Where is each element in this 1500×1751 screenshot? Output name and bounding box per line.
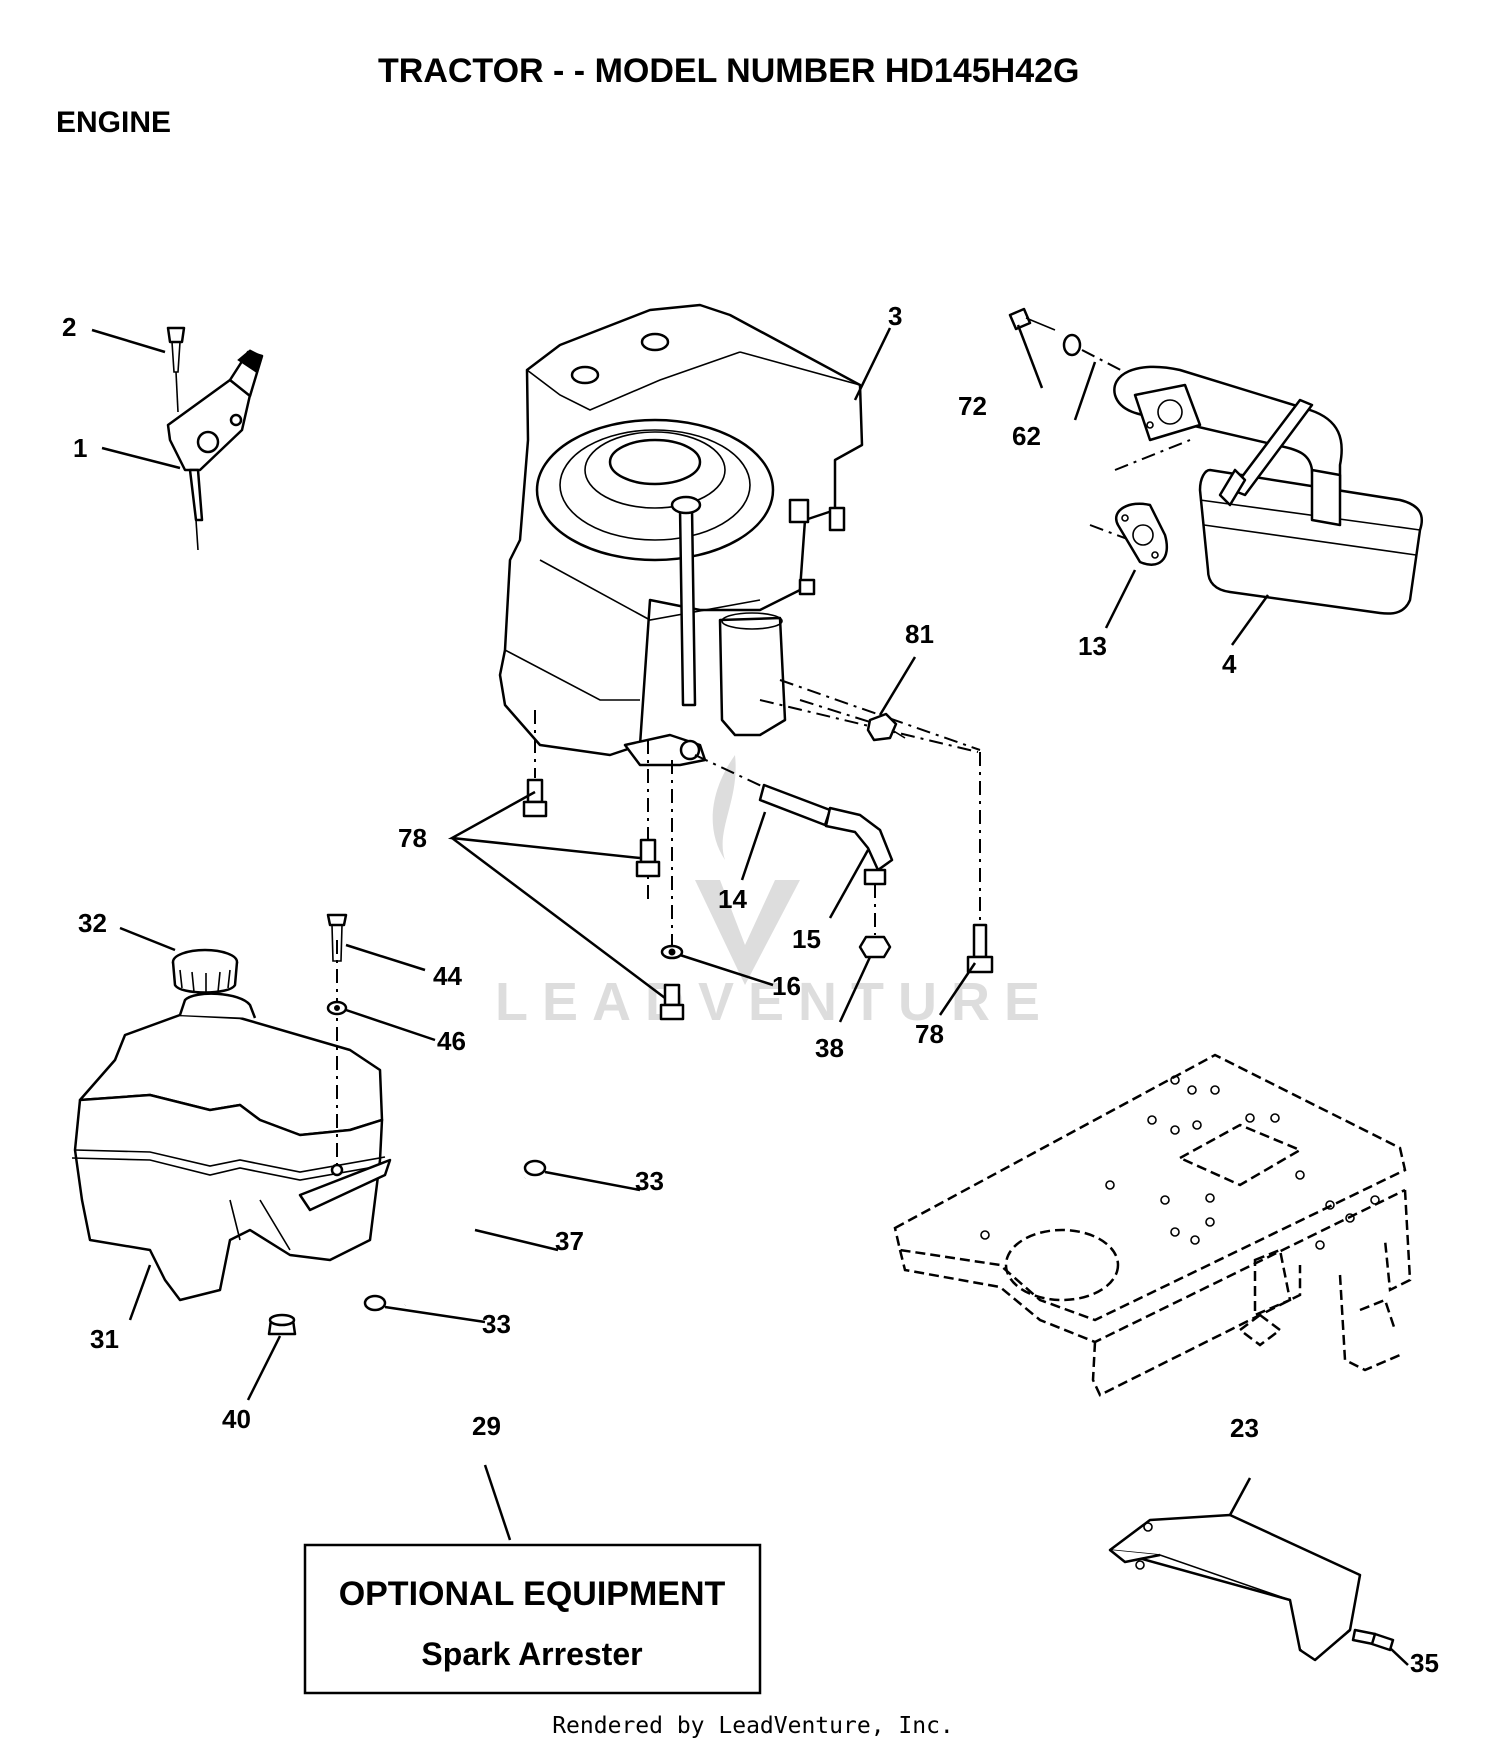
callout-3: 3 [888, 301, 902, 331]
callout-44: 44 [433, 961, 462, 991]
callout-14: 14 [718, 884, 747, 914]
callout-29: 29 [472, 1411, 501, 1441]
diagram-title: TRACTOR - - MODEL NUMBER HD145H42G [378, 52, 1079, 90]
callout-78-left: 78 [398, 823, 427, 853]
callout-46: 46 [437, 1026, 466, 1056]
callout-32: 32 [78, 908, 107, 938]
callout-1: 1 [73, 433, 87, 463]
callout-35: 35 [1410, 1648, 1439, 1678]
callout-62: 62 [1012, 421, 1041, 451]
muffler-assembly [1008, 307, 1424, 615]
callout-16: 16 [772, 971, 801, 1001]
callout-72: 72 [958, 391, 987, 421]
callout-23: 23 [1230, 1413, 1259, 1443]
chassis-frame [893, 1053, 1412, 1397]
render-credit: Rendered by LeadVenture, Inc. [552, 1713, 954, 1739]
callout-33-bottom: 33 [482, 1309, 511, 1339]
optional-equipment-box: OPTIONAL EQUIPMENT Spark Arrester [303, 1543, 762, 1695]
throttle-control [166, 326, 264, 551]
callout-40: 40 [222, 1404, 251, 1434]
section-label: ENGINE [56, 106, 171, 139]
heat-shield-assembly [1108, 1513, 1395, 1662]
optional-equipment-title: OPTIONAL EQUIPMENT [339, 1575, 726, 1613]
callout-15: 15 [792, 924, 821, 954]
optional-equipment-subtitle: Spark Arrester [421, 1636, 642, 1672]
callout-numbers: 2 1 3 72 62 13 4 81 78 14 15 16 38 78 32… [62, 301, 1439, 1678]
callout-38: 38 [815, 1033, 844, 1063]
callout-4: 4 [1222, 649, 1237, 679]
fuel-line-assembly [363, 1159, 547, 1312]
fuel-tank-assembly [71, 913, 392, 1336]
callout-13: 13 [1078, 631, 1107, 661]
engine-hardware [522, 679, 994, 1021]
leader-lines [91, 324, 1409, 1666]
callout-81: 81 [905, 619, 934, 649]
engine [498, 303, 864, 767]
callout-78-right: 78 [915, 1019, 944, 1049]
callout-31: 31 [90, 1324, 119, 1354]
callout-37: 37 [555, 1226, 584, 1256]
callout-33-top: 33 [635, 1166, 664, 1196]
callout-1-2: 2 [62, 312, 76, 342]
